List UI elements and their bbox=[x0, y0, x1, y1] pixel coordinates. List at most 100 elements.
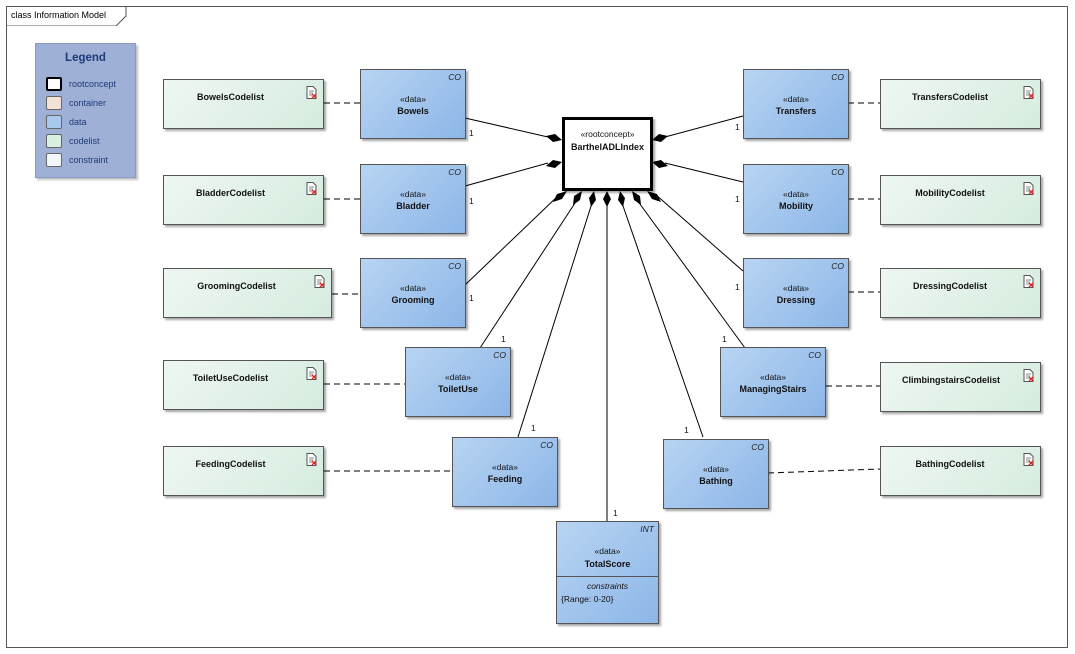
document-icon bbox=[306, 86, 317, 99]
class-name: TotalScore bbox=[584, 559, 631, 569]
document-icon bbox=[306, 367, 317, 380]
legend-swatch-constraint bbox=[46, 153, 62, 167]
type-tag: CO bbox=[448, 261, 461, 271]
multiplicity-mobility: 1 bbox=[735, 194, 740, 204]
link-dressing bbox=[654, 193, 744, 272]
type-tag: CO bbox=[808, 350, 821, 360]
codelist-grooming[interactable]: GroomingCodelist bbox=[163, 268, 332, 318]
document-icon bbox=[1023, 453, 1034, 466]
root-stereotype: «rootconcept» bbox=[580, 129, 635, 139]
document-icon bbox=[1023, 369, 1034, 382]
composition-diamonds bbox=[546, 134, 668, 207]
data-class-feeding[interactable]: CO «data» Feeding bbox=[452, 437, 558, 507]
link-feeding bbox=[517, 202, 593, 438]
type-tag: CO bbox=[493, 350, 506, 360]
class-stereotype: «data» bbox=[783, 189, 809, 199]
class-stereotype: «data» bbox=[703, 464, 729, 474]
codelist-name: BowelsCodelist bbox=[196, 92, 264, 102]
legend-label: container bbox=[69, 98, 107, 108]
codelist-name: TransfersCodelist bbox=[911, 92, 989, 102]
type-tag: CO bbox=[448, 72, 461, 82]
codelist-name: MobilityCodelist bbox=[915, 188, 985, 198]
diagram-title: class Information Model bbox=[11, 10, 107, 20]
class-name: Transfers bbox=[775, 106, 817, 116]
data-class-total-score[interactable]: INT «data» TotalScore constraints {Range… bbox=[556, 521, 659, 624]
multiplicity-dressing: 1 bbox=[735, 282, 740, 292]
data-class-transfers[interactable]: CO «data» Transfers bbox=[743, 69, 849, 139]
class-name: Mobility bbox=[779, 201, 813, 211]
legend-swatch-rootconcept bbox=[46, 77, 62, 91]
codelist-transfers[interactable]: TransfersCodelist bbox=[880, 79, 1041, 129]
codelist-name: ToiletUseCodelist bbox=[192, 373, 269, 383]
multiplicity-bathing: 1 bbox=[684, 425, 689, 435]
codelist-name: GroomingCodelist bbox=[197, 281, 276, 291]
data-class-bathing[interactable]: CO «data» Bathing bbox=[663, 439, 769, 509]
class-name: Feeding bbox=[487, 474, 523, 484]
codelist-link-bathing bbox=[767, 468, 881, 474]
codelist-name: BladderCodelist bbox=[195, 188, 265, 198]
legend: Legend rootconcept container data codeli… bbox=[35, 43, 136, 178]
codelist-bowels[interactable]: BowelsCodelist bbox=[163, 79, 324, 129]
legend-label: data bbox=[69, 117, 87, 127]
class-name: Bowels bbox=[397, 106, 429, 116]
class-stereotype: «data» bbox=[400, 189, 426, 199]
root-name: BarthelADLIndex bbox=[570, 142, 644, 152]
codelist-name: FeedingCodelist bbox=[195, 459, 266, 469]
multiplicity-stairs: 1 bbox=[722, 334, 727, 344]
class-name: Dressing bbox=[776, 295, 816, 305]
link-grooming bbox=[464, 193, 561, 286]
multiplicity-bladder: 1 bbox=[469, 196, 474, 206]
class-stereotype: «data» bbox=[594, 546, 621, 556]
class-name: Bladder bbox=[396, 201, 430, 211]
document-icon bbox=[306, 182, 317, 195]
data-class-grooming[interactable]: CO «data» Grooming bbox=[360, 258, 466, 328]
class-stereotype: «data» bbox=[783, 94, 809, 104]
document-icon bbox=[1023, 86, 1034, 99]
codelist-toiletuse[interactable]: ToiletUseCodelist bbox=[163, 360, 324, 410]
codelist-name: DressingCodelist bbox=[912, 281, 988, 291]
multiplicity-bowels: 1 bbox=[469, 128, 474, 138]
legend-swatch-data bbox=[46, 115, 62, 129]
codelist-climbing-stairs[interactable]: ClimbingstairsCodelist bbox=[880, 362, 1041, 412]
codelist-dressing[interactable]: DressingCodelist bbox=[880, 268, 1041, 318]
compartment-separator bbox=[557, 576, 658, 577]
data-class-bladder[interactable]: CO «data» Bladder bbox=[360, 164, 466, 234]
document-icon bbox=[306, 453, 317, 466]
codelist-name: BathingCodelist bbox=[915, 459, 985, 469]
codelist-name: ClimbingstairsCodelist bbox=[901, 375, 1000, 385]
constraints-label: constraints bbox=[586, 581, 629, 591]
class-name: ToiletUse bbox=[438, 384, 478, 394]
codelist-bladder[interactable]: BladderCodelist bbox=[163, 175, 324, 225]
link-bathing bbox=[621, 202, 704, 438]
link-stairs bbox=[636, 199, 746, 349]
data-class-mobility[interactable]: CO «data» Mobility bbox=[743, 164, 849, 234]
codelist-bathing[interactable]: BathingCodelist bbox=[880, 446, 1041, 496]
frame-tab-outline bbox=[6, 6, 127, 26]
class-name: Grooming bbox=[391, 295, 435, 305]
root-concept-barthel-adl-index[interactable]: «rootconcept» BarthelADLIndex bbox=[562, 117, 653, 191]
link-mobility bbox=[664, 162, 744, 183]
class-stereotype: «data» bbox=[445, 372, 471, 382]
document-icon bbox=[314, 275, 325, 288]
data-class-managing-stairs[interactable]: CO «data» ManagingStairs bbox=[720, 347, 826, 417]
codelist-mobility[interactable]: MobilityCodelist bbox=[880, 175, 1041, 225]
class-name: Bathing bbox=[699, 476, 733, 486]
type-tag: CO bbox=[831, 167, 844, 177]
legend-label: rootconcept bbox=[69, 79, 117, 89]
data-class-toiletuse[interactable]: CO «data» ToiletUse bbox=[405, 347, 511, 417]
class-stereotype: «data» bbox=[492, 462, 518, 472]
data-class-bowels[interactable]: CO «data» Bowels bbox=[360, 69, 466, 139]
legend-swatch-container bbox=[46, 96, 62, 110]
multiplicity-grooming: 1 bbox=[469, 293, 474, 303]
multiplicity-feeding: 1 bbox=[531, 423, 536, 433]
type-tag: CO bbox=[831, 261, 844, 271]
class-stereotype: «data» bbox=[400, 94, 426, 104]
type-tag: CO bbox=[831, 72, 844, 82]
constraint-range: {Range: 0-20} bbox=[561, 594, 614, 604]
type-tag: INT bbox=[640, 524, 654, 534]
legend-title: Legend bbox=[65, 52, 106, 64]
multiplicity-toiletuse: 1 bbox=[501, 334, 506, 344]
data-class-dressing[interactable]: CO «data» Dressing bbox=[743, 258, 849, 328]
codelist-feeding[interactable]: FeedingCodelist bbox=[163, 446, 324, 496]
